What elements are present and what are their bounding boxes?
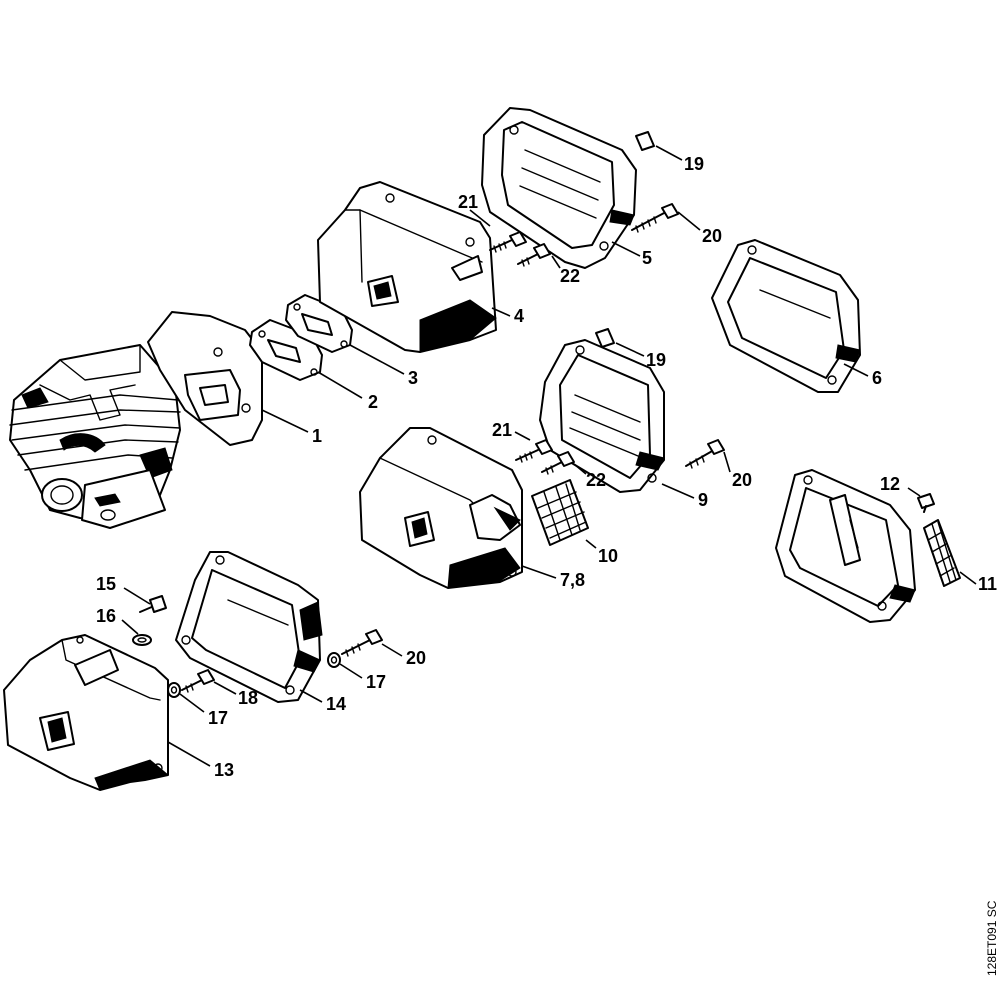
callout-20b: 20	[732, 470, 752, 490]
part-11-spark-arrestor-screen	[923, 519, 961, 587]
part-6-muffler-shell	[711, 239, 861, 393]
part-18-bolt	[181, 669, 215, 693]
callout-2: 2	[368, 392, 378, 412]
part-17-washer-left	[167, 682, 181, 698]
part-10-spark-arrestor-screen	[531, 479, 589, 546]
callout-14: 14	[326, 694, 346, 714]
callout-21a: 21	[458, 192, 478, 212]
part-20-bolt-top	[631, 203, 679, 233]
callout-1: 1	[312, 426, 322, 446]
callout-13: 13	[214, 760, 234, 780]
callout-labels: 1 2 3 4 5 6 7,8 9 10 11 12 13 14 15 16 1…	[96, 154, 997, 780]
part-22-bolt-top	[517, 243, 551, 267]
callout-3: 3	[408, 368, 418, 388]
callout-21b: 21	[492, 420, 512, 440]
callout-17b: 17	[366, 672, 386, 692]
part-17-washer-right	[327, 652, 341, 668]
part-15-screw	[139, 595, 167, 613]
part-21-bolt-top	[489, 231, 527, 253]
part-14-muffler-shell	[175, 551, 323, 703]
part-12-screw	[917, 493, 935, 513]
callout-6: 6	[872, 368, 882, 388]
part-20-bolt-lower	[341, 629, 383, 657]
part-4-muffler-housing	[317, 181, 497, 353]
callout-19b: 19	[646, 350, 666, 370]
part-19-screw-top	[635, 131, 655, 151]
callout-15: 15	[96, 574, 116, 594]
part-21-bolt-middle	[515, 439, 553, 463]
callout-16: 16	[96, 606, 116, 626]
callout-4: 4	[514, 306, 524, 326]
part-9-muffler-shell	[539, 339, 665, 493]
part-22-bolt-middle	[541, 451, 575, 475]
callout-10: 10	[598, 546, 618, 566]
part-16-washer	[132, 634, 152, 646]
part-1-heat-shield	[147, 311, 263, 446]
callout-5: 5	[642, 248, 652, 268]
leader-lines	[121, 145, 977, 767]
callout-17a: 17	[208, 708, 228, 728]
callout-19a: 19	[684, 154, 704, 174]
part-5-muffler-shell	[481, 107, 637, 269]
callout-20a: 20	[702, 226, 722, 246]
callout-12: 12	[880, 474, 900, 494]
part-7-8-muffler-body	[359, 427, 523, 589]
callout-11: 11	[978, 574, 997, 594]
callout-18: 18	[238, 688, 258, 708]
part-13-outer-cover	[3, 634, 170, 791]
callout-9: 9	[698, 490, 708, 510]
engine-cylinder	[9, 344, 181, 529]
right-muffler-shell-baffle	[775, 469, 916, 623]
part-19-screw-middle	[595, 328, 615, 348]
figure-code: 128ET091 SC	[985, 900, 999, 976]
callout-22a: 22	[560, 266, 580, 286]
part-20-bolt-middle	[685, 439, 725, 469]
callout-7-8: 7,8	[560, 570, 585, 590]
callout-20c: 20	[406, 648, 426, 668]
callout-22b: 22	[586, 470, 606, 490]
